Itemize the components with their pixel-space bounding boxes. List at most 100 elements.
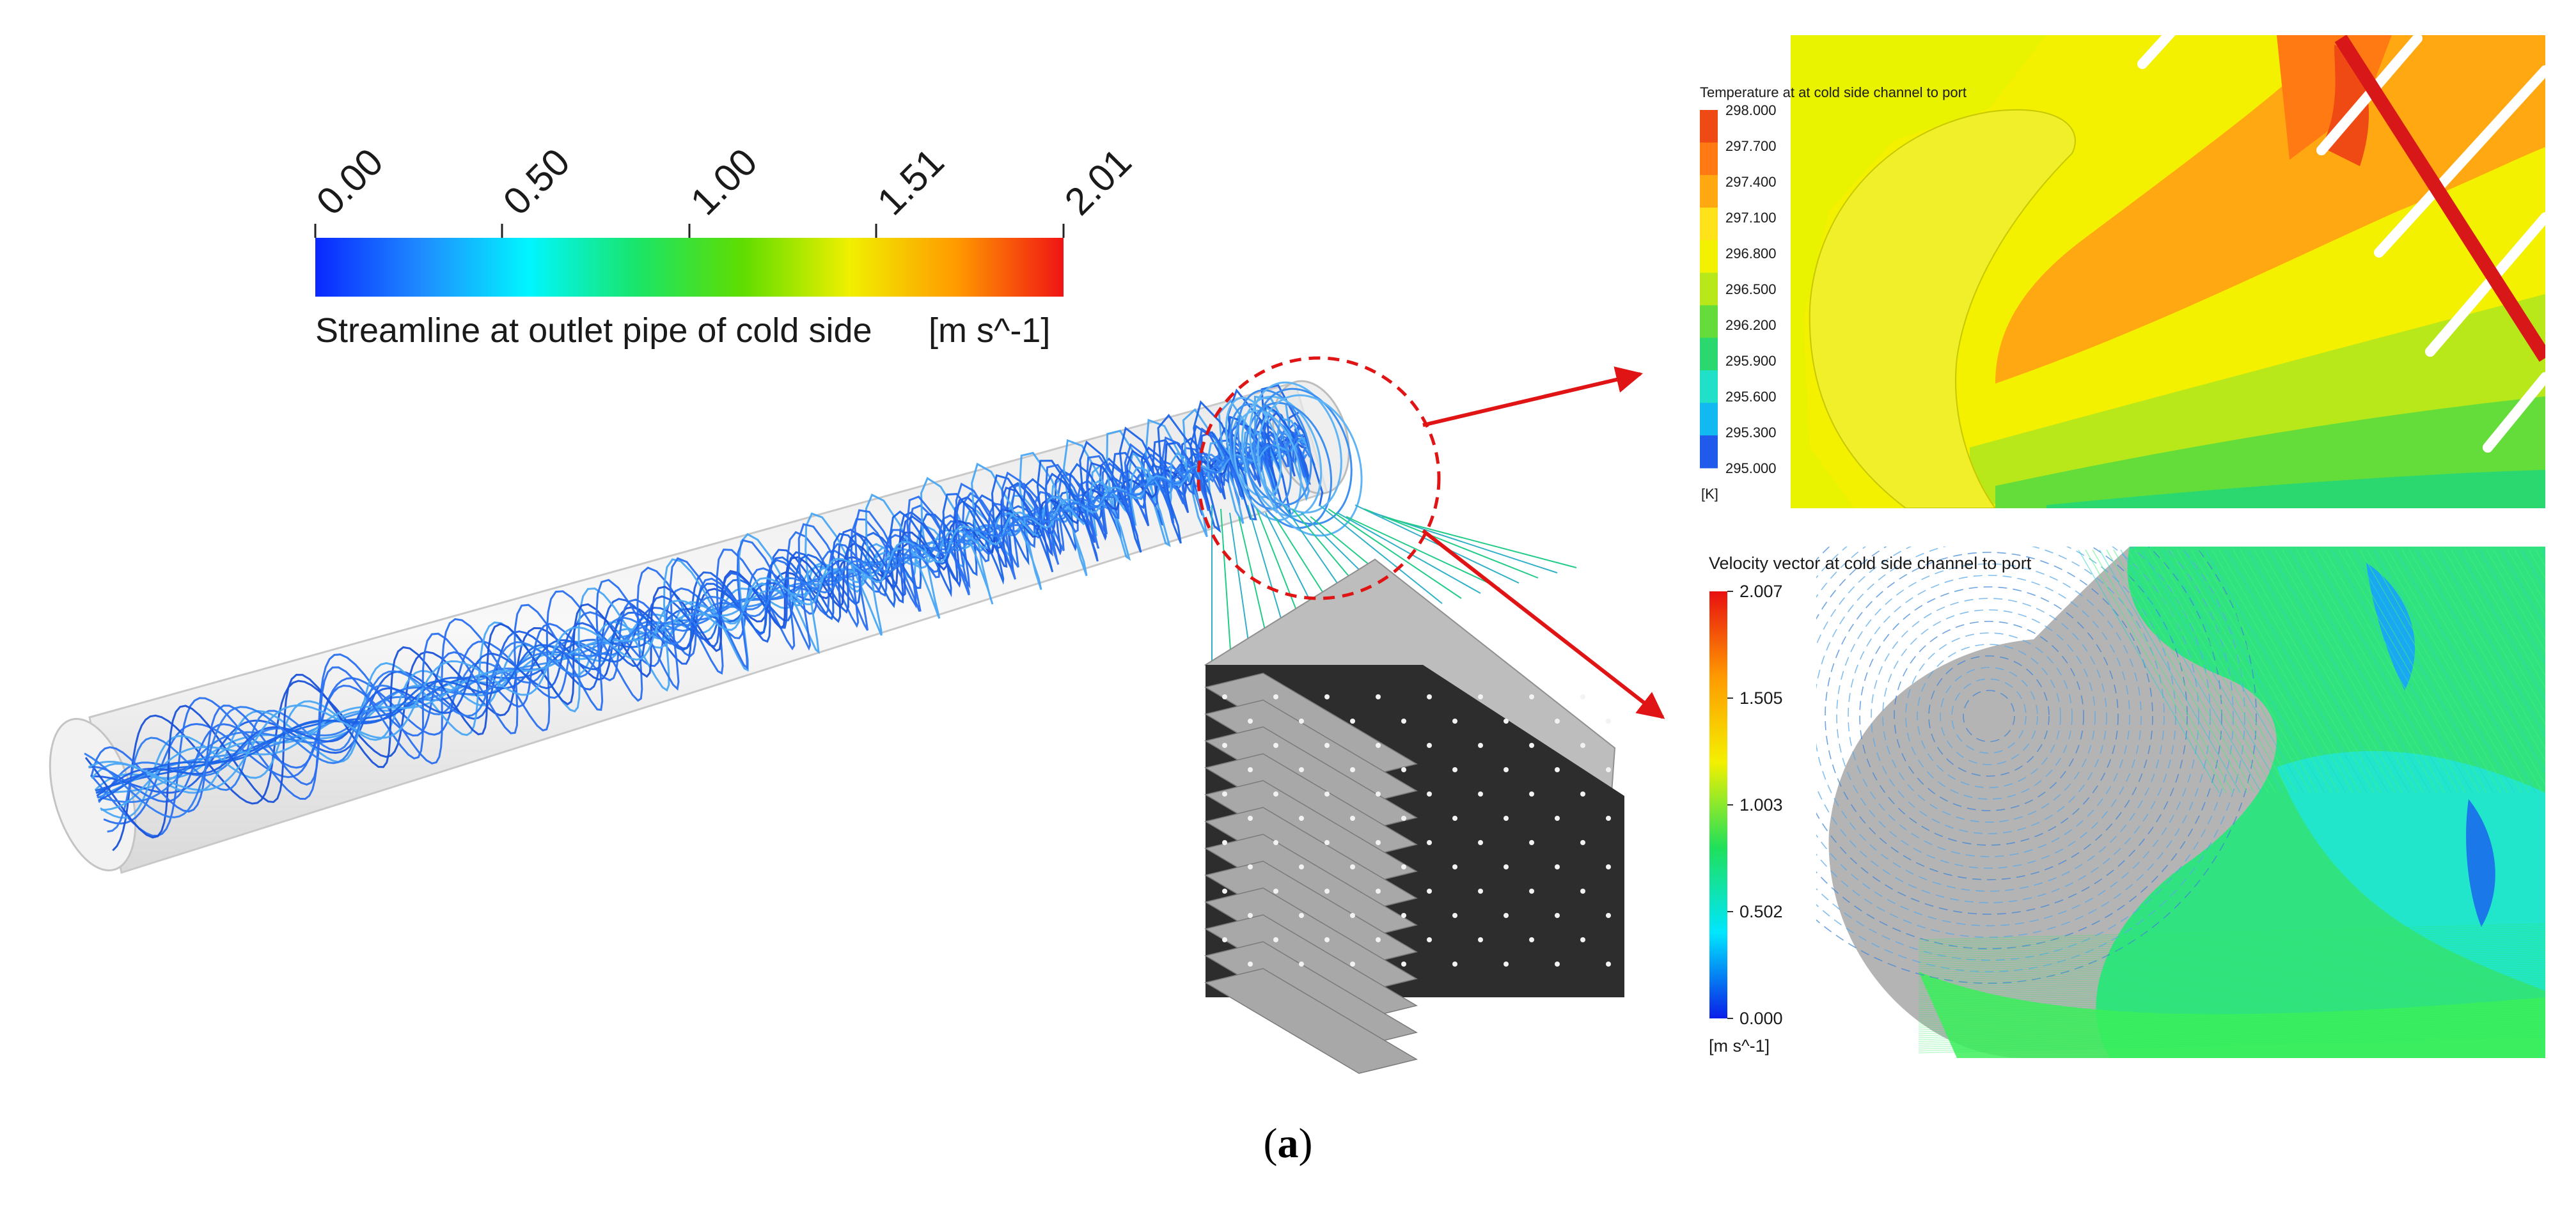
velocity-vector: [1918, 1002, 2545, 1019]
exchanger-dimple: [1248, 864, 1253, 869]
exchanger-dimple: [1324, 743, 1330, 748]
exchanger-dimple: [1478, 694, 1483, 699]
streamline: [91, 395, 1310, 794]
exchanger-dimple: [1350, 719, 1355, 724]
velocity-vector: [1918, 923, 2545, 940]
swirl-vector-ring: [1816, 547, 2165, 892]
exchanger-dimple: [1427, 743, 1432, 748]
velocity-vector: [2233, 549, 2375, 793]
exchanger-dimple: [1222, 840, 1227, 845]
velocity-vector: [1918, 1019, 2545, 1036]
velocity-vector: [2275, 549, 2417, 793]
exchanger-dimple: [1555, 913, 1560, 918]
exchanger-dimple: [1452, 816, 1457, 821]
exchanger-dimple: [1580, 791, 1585, 797]
exchanger-dimple: [1376, 937, 1381, 942]
swirl-vector-ring: [1836, 563, 2142, 869]
velocity-vector: [2507, 549, 2545, 616]
velocity-vector: [1918, 1029, 2545, 1046]
velocity-vector: [1918, 1000, 2545, 1017]
temperature-band: [1700, 305, 1718, 338]
exchanger-dimple: [1376, 840, 1381, 845]
velocity-vector: [2099, 549, 2241, 793]
exchanger-dimple: [1478, 840, 1483, 845]
caption-open-paren: (: [1264, 1120, 1278, 1167]
channel-line: [1238, 516, 1270, 650]
exchanger-dimple: [1376, 889, 1381, 894]
exchanger-dimple: [1555, 962, 1560, 967]
streamline: [88, 436, 1304, 791]
velocity-vector: [2219, 549, 2360, 793]
temperature-level-label: 295.300: [1725, 424, 1777, 440]
velocity-vector: [1918, 1032, 2545, 1050]
velocity-vector: [1918, 998, 2545, 1015]
velocity-vector: [1918, 1015, 2545, 1032]
velocity-unit: [m s^-1]: [1709, 1036, 1770, 1055]
exchanger-dimple: [1350, 913, 1355, 918]
velocity-vector: [2564, 550, 2576, 793]
streamline: [96, 411, 1310, 797]
exchanger-dimple: [1299, 719, 1304, 724]
velocity-vector: [2352, 549, 2494, 793]
velocity-vector: [1918, 1013, 2545, 1031]
velocity-level-label: 2.007: [1740, 582, 1783, 601]
streamline: [90, 421, 1307, 837]
velocity-vector: [2134, 549, 2276, 793]
velocity-vector: [2557, 550, 2576, 793]
temperature-level-label: 297.100: [1725, 210, 1777, 226]
velocity-vector: [1918, 967, 2545, 985]
swirl-vector-ring: [1905, 632, 2073, 800]
swirl-vector-ring: [1917, 644, 2061, 788]
temperature-level-label: 297.700: [1725, 138, 1777, 154]
velocity-vector: [2240, 549, 2382, 793]
channel-line: [1328, 508, 1462, 599]
swirl-vector-ring: [1871, 598, 2107, 834]
temperature-level-label: 295.600: [1725, 389, 1777, 405]
swirl-vector-ring: [1859, 586, 2119, 846]
velocity-vector: [2493, 549, 2545, 641]
velocity-vector: [1918, 963, 2545, 981]
streamline: [88, 426, 1301, 803]
velocity-vector: [1918, 990, 2545, 1008]
exchanger-dimple: [1504, 864, 1509, 869]
exchanger-dimple: [1504, 719, 1509, 724]
velocity-vector: [2415, 549, 2545, 774]
velocity-vector: [2303, 549, 2445, 793]
velocity-vector: [2226, 549, 2368, 793]
streamline: [100, 417, 1315, 811]
temperature-level-label: 296.500: [1725, 281, 1777, 297]
velocity-vector: [1918, 1023, 2545, 1040]
velocity-vector: [1918, 996, 2545, 1013]
velocity-colorbar: [1709, 591, 1727, 1018]
exchanger-dimple: [1401, 816, 1406, 821]
velocity-vector: [1918, 929, 2545, 946]
exchanger-dimple: [1222, 889, 1227, 894]
velocity-vector: [1918, 1036, 2545, 1054]
velocity-vector: [2162, 549, 2304, 793]
exchanger-dimple: [1529, 937, 1534, 942]
velocity-vector: [2317, 549, 2459, 793]
swirl-vector-ring: [1951, 678, 2027, 754]
temperature-band: [1700, 240, 1718, 274]
heat-exchanger-block: [1204, 504, 1624, 1074]
exchanger-dimple: [1273, 840, 1278, 845]
velocity-vector: [2106, 549, 2248, 793]
velocity-vector: [2394, 549, 2536, 793]
exchanger-dimple: [1248, 962, 1253, 967]
streamline-swirl: [1237, 389, 1312, 506]
velocity-vectors: [1918, 549, 2576, 1054]
temperature-level-label: 296.200: [1725, 317, 1777, 333]
velocity-vector: [2366, 549, 2508, 793]
velocity-vector: [2472, 549, 2545, 677]
velocity-vector: [1918, 944, 2545, 962]
velocity-vector: [2408, 549, 2545, 786]
exchanger-dimple: [1401, 913, 1406, 918]
temperature-contour: [1791, 35, 2545, 508]
exchanger-dimple: [1376, 791, 1381, 797]
streamline: [84, 433, 1304, 819]
exchanger-dimple: [1222, 694, 1227, 699]
figure-caption: (a): [1264, 1120, 1313, 1167]
exchanger-dimple: [1478, 937, 1483, 942]
velocity-vector: [2430, 549, 2545, 750]
